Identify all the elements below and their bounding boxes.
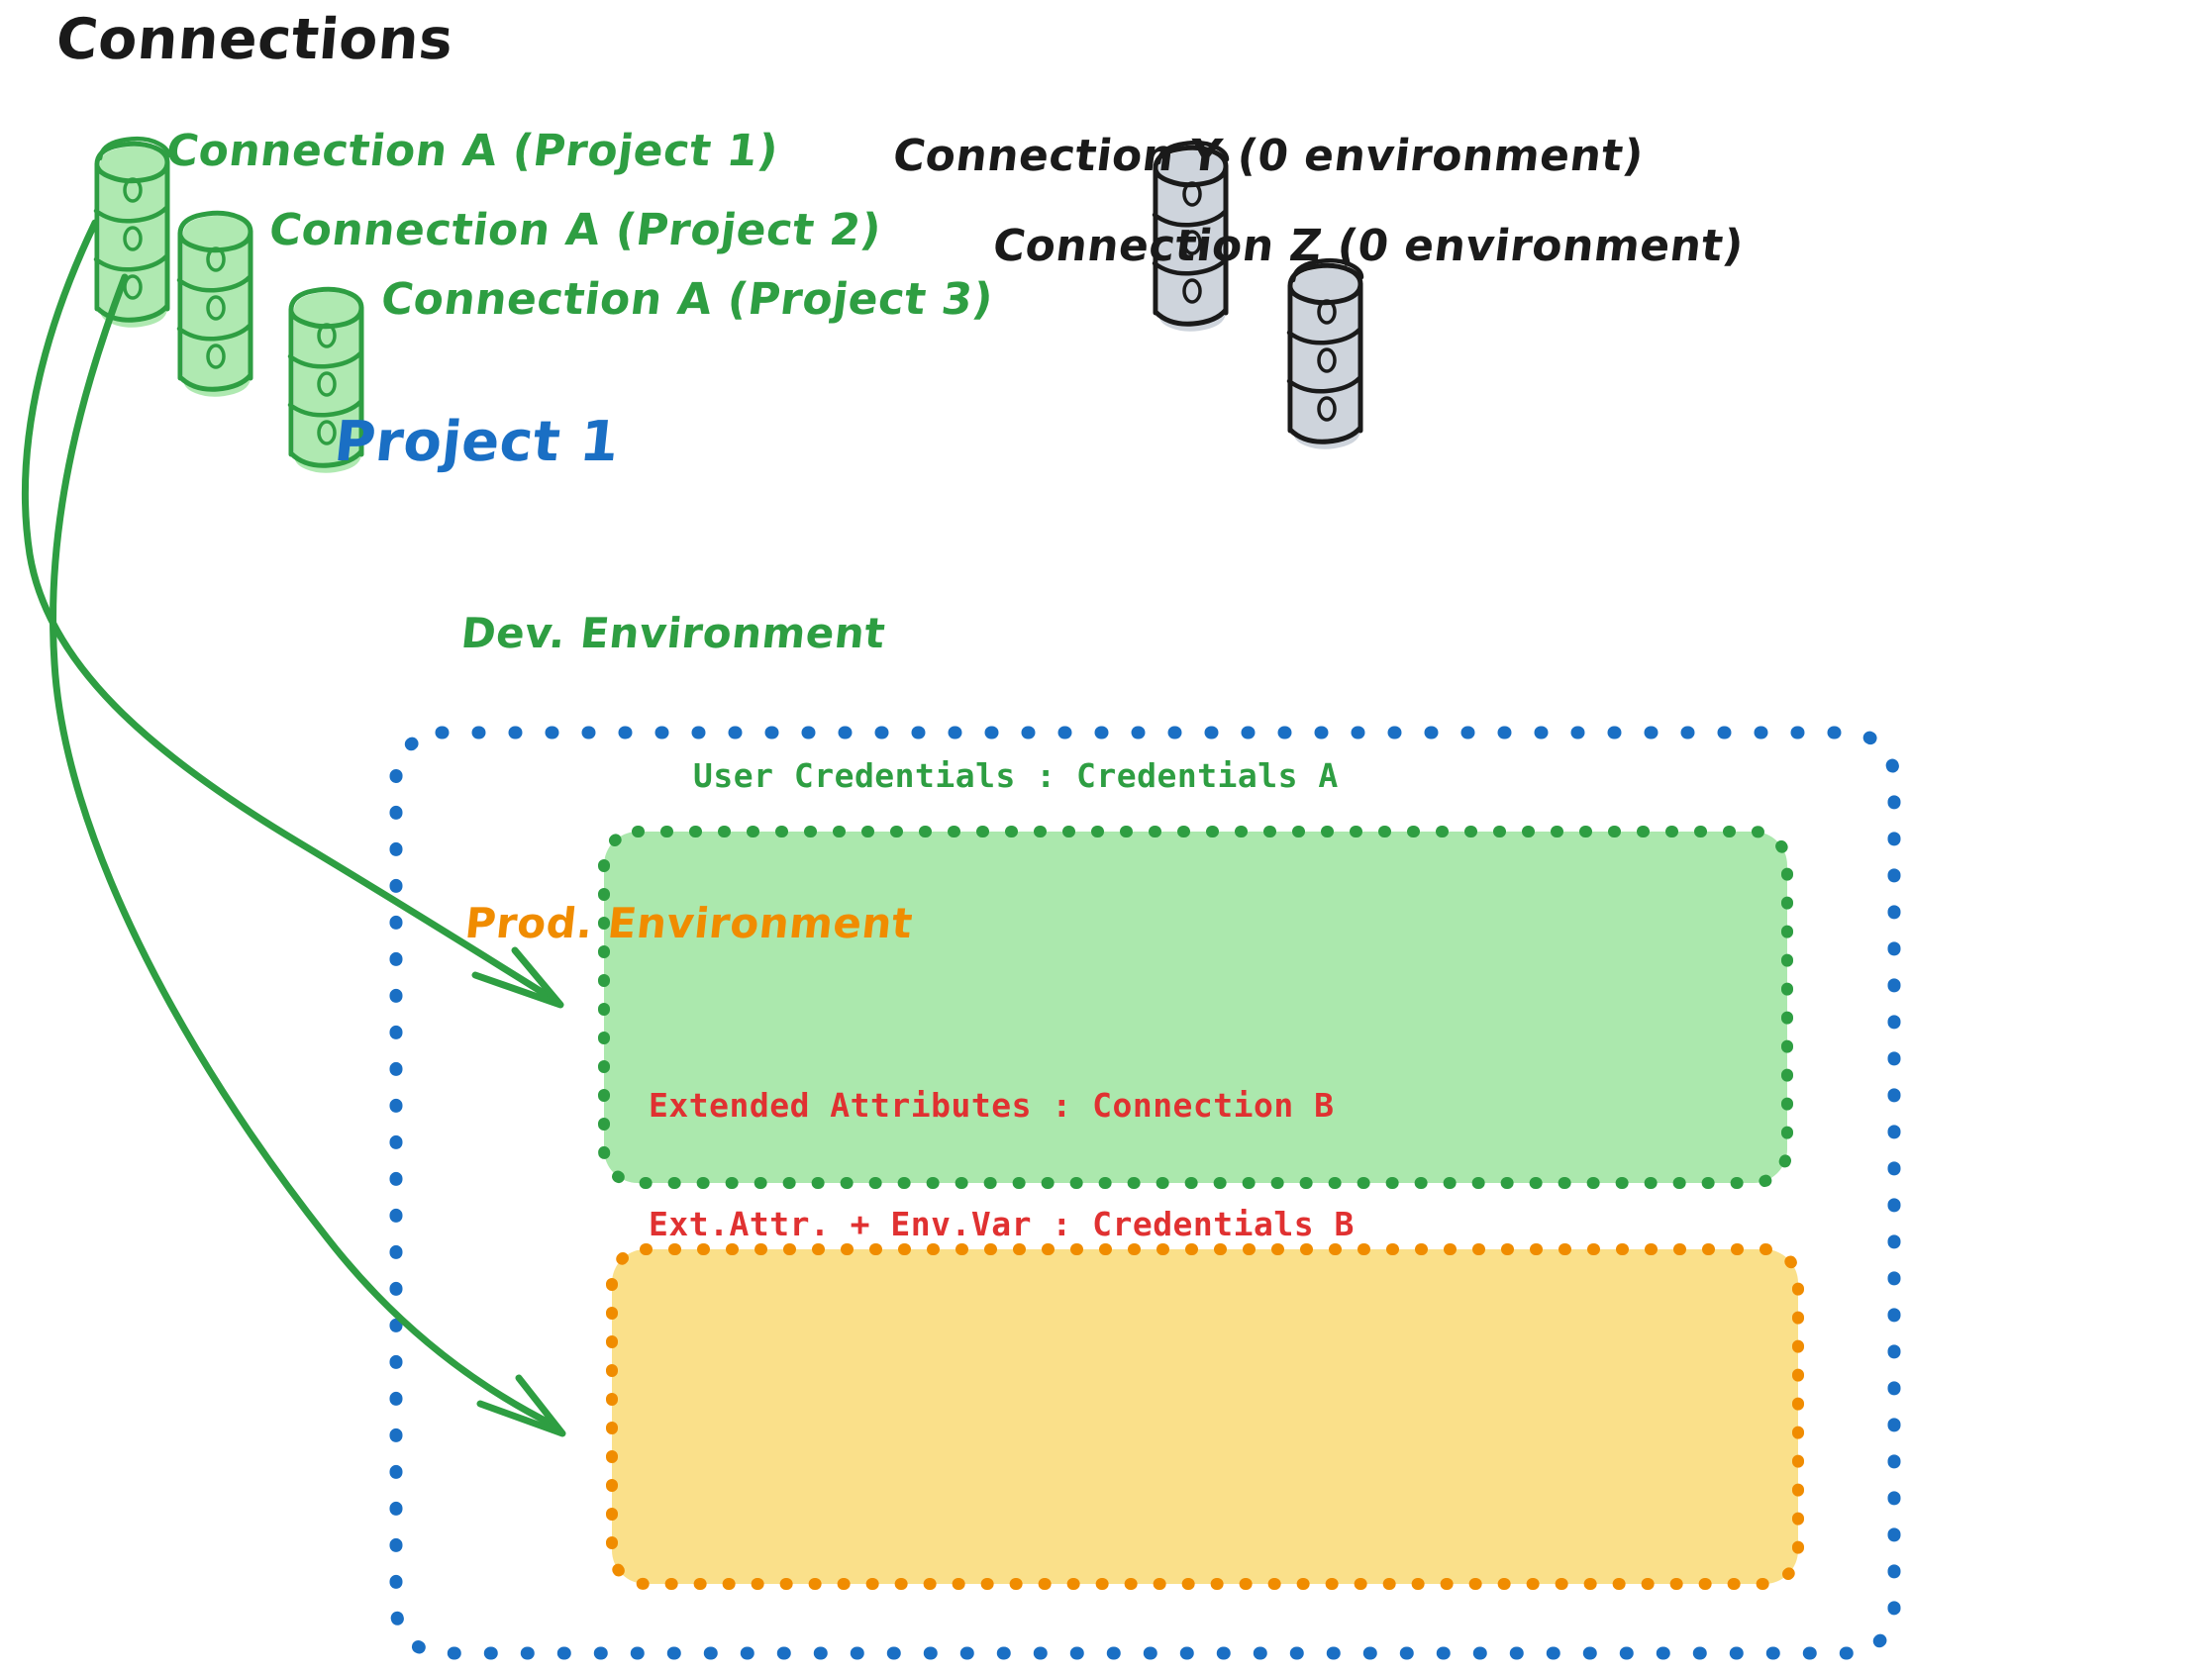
database-icon-connection-a3[interactable] bbox=[287, 286, 364, 473]
prod-environment-attributes: Extended Attributes : Connection B Ext.A… bbox=[649, 1012, 1355, 1319]
database-icon-connection-z[interactable] bbox=[1286, 257, 1364, 449]
dev-environment-box bbox=[598, 826, 1793, 1189]
dev-environment-title: Dev. Environment bbox=[458, 609, 888, 657]
prod-environment-title: Prod. Environment bbox=[462, 899, 916, 947]
page-title: Connections bbox=[53, 7, 456, 72]
project-title: Project 1 bbox=[331, 410, 623, 474]
database-icon-connection-a1[interactable] bbox=[93, 136, 171, 328]
arrow-to-prod-environment bbox=[50, 273, 566, 1437]
arrow-to-dev-environment bbox=[21, 219, 564, 1009]
database-icon-connection-a2[interactable] bbox=[176, 210, 253, 397]
connection-label-y: Connection Y (0 environment) bbox=[889, 131, 1647, 181]
prod-line-1: Extended Attributes : Connection B bbox=[649, 1085, 1335, 1125]
connection-label-a3: Connection A (Project 3) bbox=[377, 274, 997, 325]
connection-label-z: Connection Z (0 environment) bbox=[989, 221, 1747, 271]
prod-line-2: Ext.Attr. + Env.Var : Credentials B bbox=[649, 1204, 1355, 1243]
database-icon-connection-y[interactable] bbox=[1152, 140, 1230, 332]
project-1-container bbox=[389, 726, 1901, 1660]
prod-environment-box bbox=[606, 1243, 1804, 1590]
connection-label-a2: Connection A (Project 2) bbox=[265, 205, 885, 255]
connection-label-a1: Connection A (Project 1) bbox=[162, 126, 782, 176]
dev-environment-credentials: User Credentials : Credentials A bbox=[693, 756, 1339, 795]
